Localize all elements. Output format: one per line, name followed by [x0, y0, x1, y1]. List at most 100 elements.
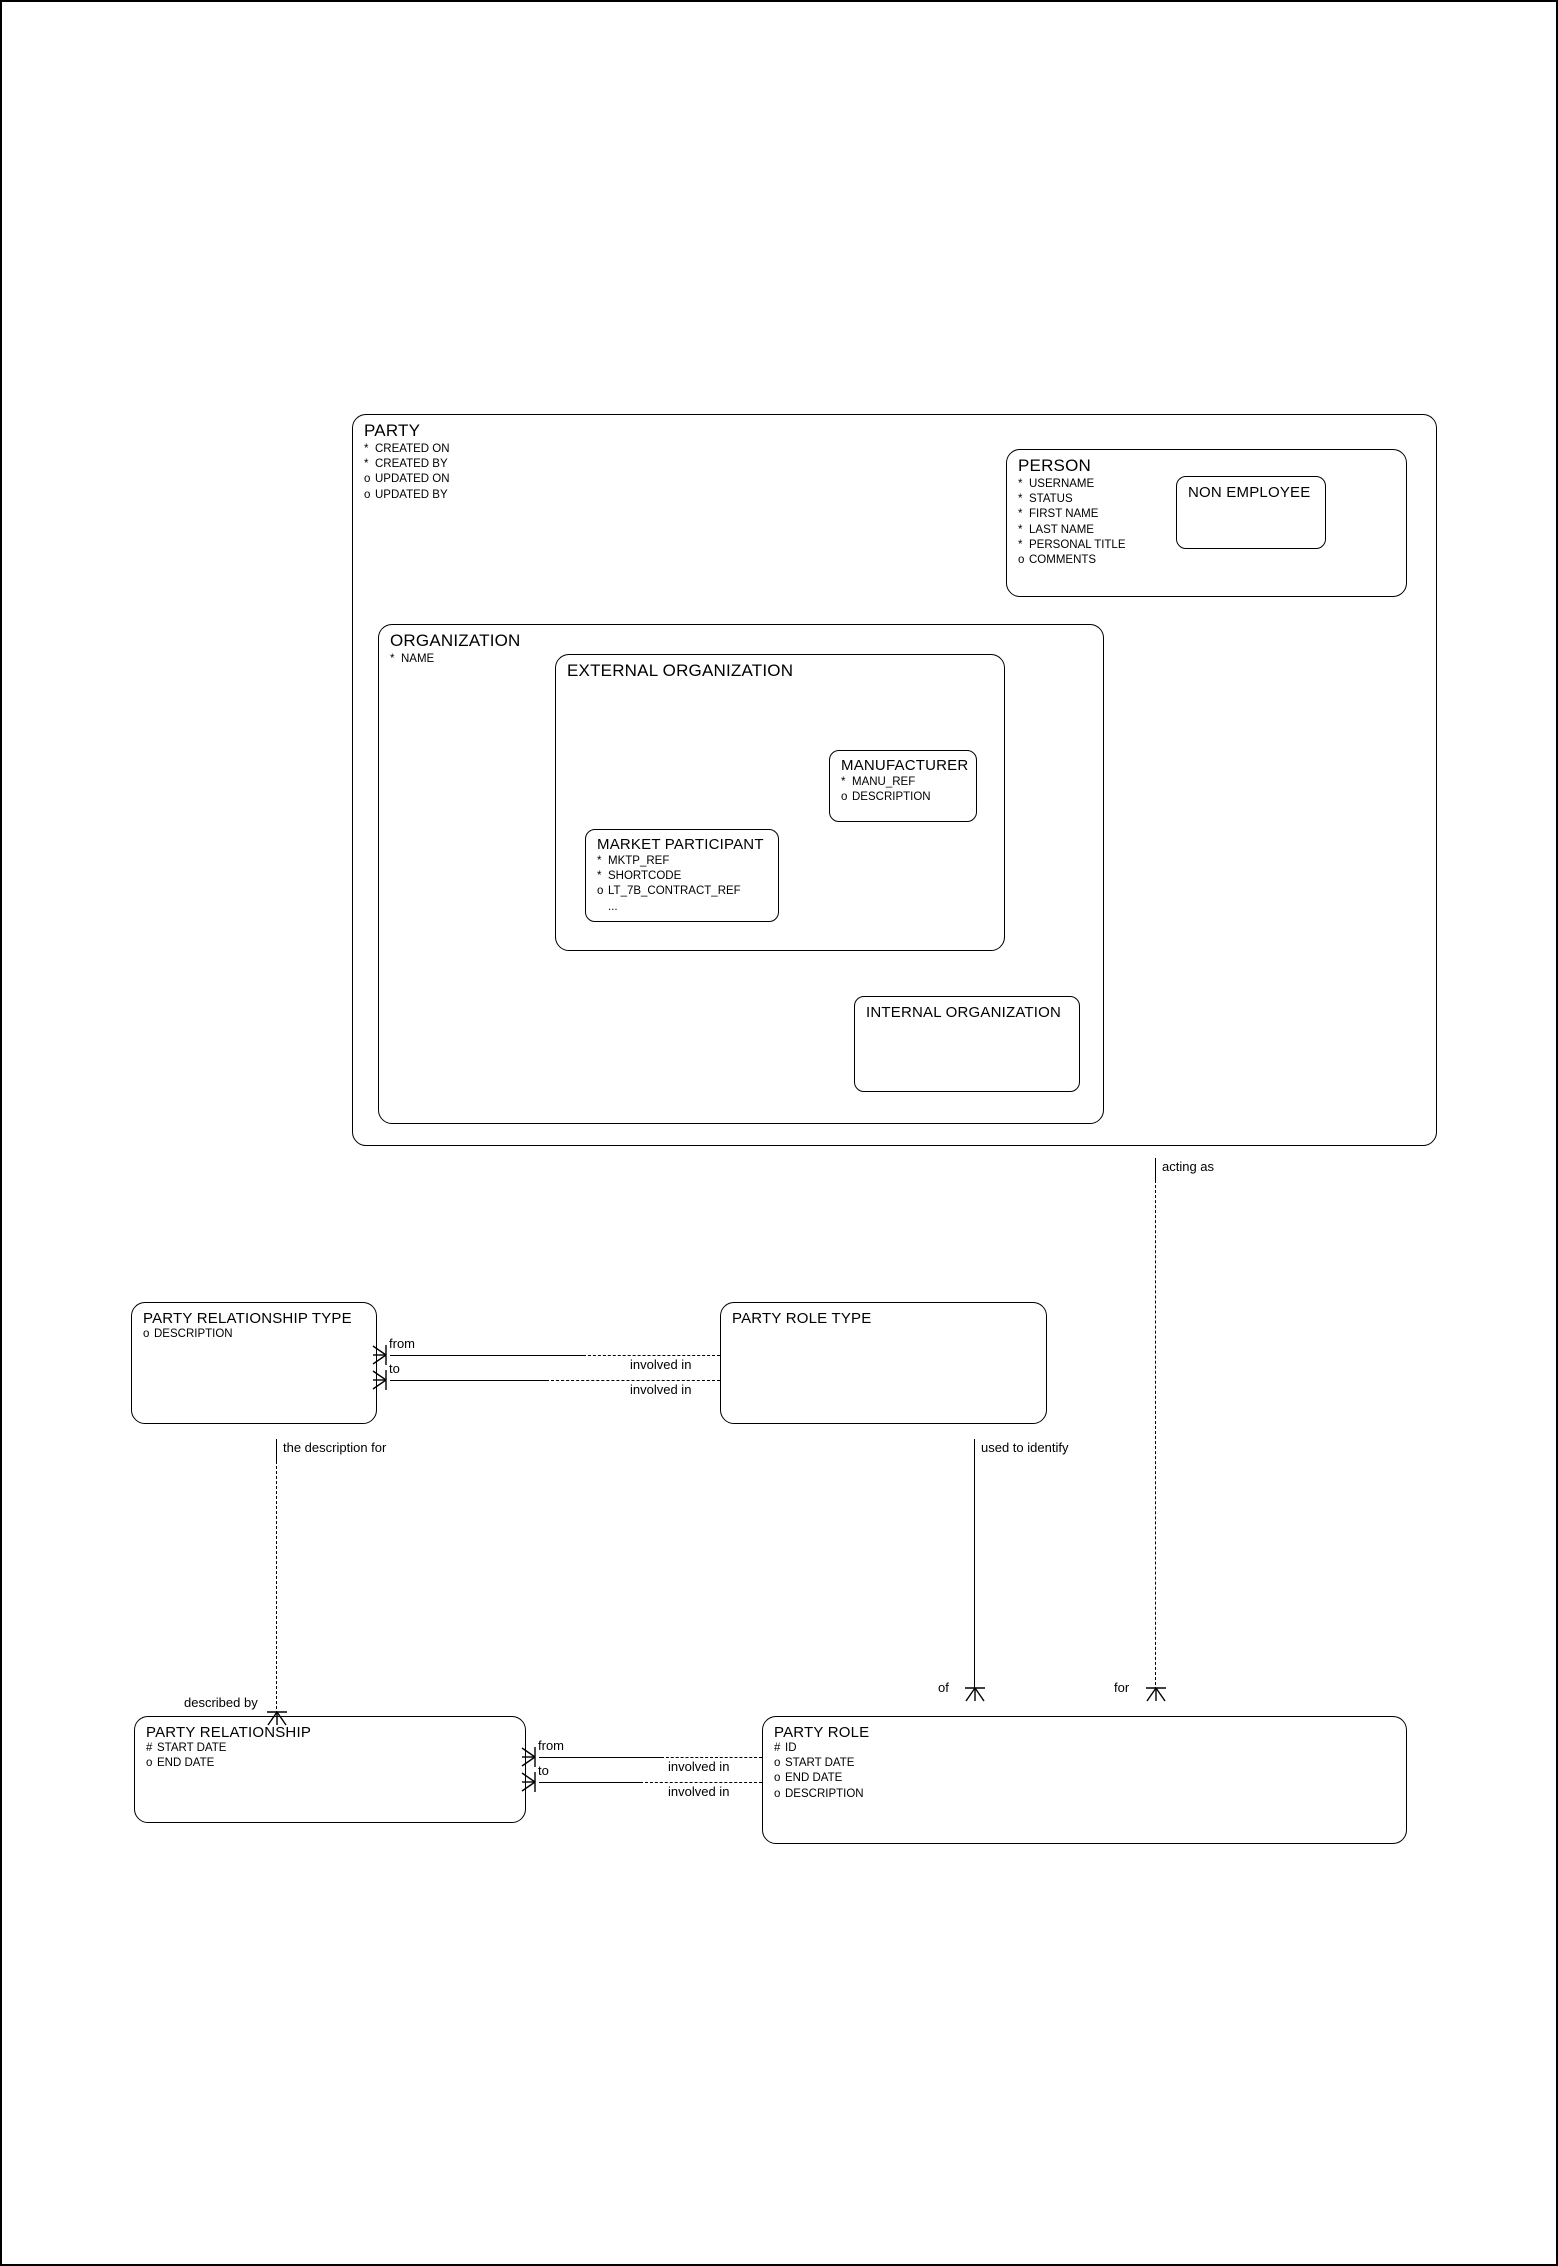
- attr-label: END DATE: [785, 1772, 843, 1785]
- attr-label: USERNAME: [1029, 478, 1095, 490]
- attr-label: UPDATED ON: [375, 473, 450, 486]
- relationship-label-used-to-identify: used to identify: [981, 1440, 1069, 1455]
- attr-label: CREATED BY: [375, 458, 448, 471]
- entity-party-title: PARTY: [364, 421, 421, 440]
- entity-party-role-type-title: PARTY ROLE TYPE: [732, 1310, 872, 1327]
- prt-to-line-dashed: [546, 1380, 720, 1381]
- entity-party-role-title: PARTY ROLE: [774, 1724, 870, 1741]
- entity-party-relationship-type-attributes: o DESCRIPTION: [143, 1327, 233, 1342]
- pr-to-line-dashed: [640, 1782, 762, 1783]
- attr-label: SHORTCODE: [608, 870, 682, 883]
- crow-foot-pr-to: [521, 1770, 543, 1794]
- entity-manufacturer[interactable]: MANUFACTURER * MANU_REF o DESCRIPTION: [829, 750, 977, 822]
- entity-non-employee-title: NON EMPLOYEE: [1188, 484, 1311, 501]
- entity-party-relationship-type-title: PARTY RELATIONSHIP TYPE: [143, 1310, 352, 1327]
- attr-label: ...: [608, 900, 618, 913]
- entity-party-relationship-title: PARTY RELATIONSHIP: [146, 1724, 312, 1741]
- entity-organization[interactable]: ORGANIZATION *NAME: [378, 624, 1104, 1124]
- relationship-label-prt-involved-in-1: involved in: [630, 1357, 692, 1372]
- entity-external-organization-title: EXTERNAL ORGANIZATION: [567, 661, 794, 680]
- attr-label: MANU_REF: [852, 776, 916, 788]
- attr-mark: o: [597, 885, 604, 898]
- entity-party-relationship-attributes: # START DATE o END DATE: [146, 1741, 226, 1771]
- used-to-identify-line: [974, 1461, 975, 1690]
- attr-mark: #: [146, 1742, 153, 1754]
- attr-mark: o: [841, 791, 848, 804]
- attr-mark: *: [1018, 478, 1023, 490]
- attr-mark: *: [1018, 508, 1023, 521]
- prt-from-line-dashed: [583, 1355, 720, 1356]
- entity-market-participant-title: MARKET PARTICIPANT: [597, 836, 764, 853]
- entity-manufacturer-attributes: * MANU_REF o DESCRIPTION: [841, 775, 931, 805]
- entity-person-title: PERSON: [1018, 456, 1091, 475]
- relationship-label-acting-as: acting as: [1162, 1159, 1215, 1174]
- attr-mark: o: [364, 488, 371, 501]
- attr-mark: *: [1018, 538, 1023, 551]
- attr-mark: o: [774, 1772, 781, 1785]
- crow-foot-for: [1144, 1680, 1168, 1702]
- prt-from-line-solid: [390, 1355, 583, 1356]
- entity-market-participant[interactable]: MARKET PARTICIPANT *MKTP_REF *SHORTCODE …: [585, 829, 779, 922]
- crow-foot-described-by: [265, 1704, 289, 1726]
- attr-mark: *: [597, 870, 602, 883]
- entity-party-role-type[interactable]: PARTY ROLE TYPE: [720, 1302, 1047, 1424]
- crow-foot-prt-to: [372, 1368, 394, 1392]
- relationship-label-prt-to: to: [389, 1361, 400, 1376]
- pr-from-line-solid: [539, 1757, 661, 1758]
- attr-label: NAME: [401, 653, 435, 665]
- crow-foot-prt-from: [372, 1343, 394, 1367]
- attr-mark: *: [841, 776, 846, 788]
- attr-label: END DATE: [157, 1757, 215, 1770]
- entity-party[interactable]: PARTY * CREATED ON * CREATED BY o UPDATED O…: [352, 414, 1437, 1146]
- acting-as-line: [1155, 1180, 1156, 1690]
- used-to-identify-tick: [974, 1439, 975, 1461]
- attr-mark: #: [774, 1742, 781, 1754]
- attr-label: UPDATED BY: [375, 488, 448, 501]
- the-description-for-tick: [276, 1439, 277, 1461]
- attr-label: CREATED ON: [375, 443, 450, 455]
- entity-non-employee[interactable]: NON EMPLOYEE: [1176, 476, 1326, 549]
- pr-from-line-dashed: [661, 1757, 762, 1758]
- relationship-label-pr-involved-in-1: involved in: [668, 1759, 730, 1774]
- entity-person-attributes: * USERNAME * STATUS * FIRST NAME * LAST NAME…: [1018, 477, 1126, 568]
- entity-organization-title: ORGANIZATION: [390, 631, 521, 650]
- relationship-label-of: of: [938, 1680, 949, 1695]
- relationship-label-pr-involved-in-2: involved in: [668, 1784, 730, 1799]
- attr-mark: o: [364, 473, 371, 486]
- attr-mark: o: [143, 1328, 150, 1340]
- attr-label: STATUS: [1029, 493, 1073, 506]
- relationship-label-the-description-for: the description for: [283, 1440, 387, 1455]
- the-description-for-line: [276, 1461, 277, 1714]
- attr-label: FIRST NAME: [1029, 508, 1099, 521]
- attr-mark: *: [597, 855, 602, 867]
- entity-party-relationship-type[interactable]: PARTY RELATIONSHIP TYPE o DESCRIPTION: [131, 1302, 377, 1424]
- entity-person[interactable]: PERSON * USERNAME * STATUS * FIRST NAME * LA…: [1006, 449, 1407, 597]
- attr-label: DESCRIPTION: [852, 791, 931, 804]
- prt-to-line-solid: [390, 1380, 546, 1381]
- relationship-label-pr-to: to: [538, 1763, 549, 1778]
- attr-mark: *: [1018, 493, 1023, 506]
- entity-manufacturer-title: MANUFACTURER: [841, 757, 969, 774]
- attr-mark: o: [774, 1787, 781, 1800]
- attr-label: START DATE: [157, 1742, 227, 1754]
- attr-label: COMMENTS: [1029, 554, 1097, 567]
- attr-mark: *: [364, 443, 369, 455]
- crow-foot-pr-from: [521, 1745, 543, 1769]
- entity-internal-organization[interactable]: INTERNAL ORGANIZATION: [854, 996, 1080, 1092]
- attr-mark: *: [1018, 523, 1023, 536]
- attr-label: LAST NAME: [1029, 523, 1094, 536]
- attr-label: MKTP_REF: [608, 855, 670, 867]
- acting-as-tick: [1155, 1158, 1156, 1180]
- attr-mark: *: [364, 458, 369, 471]
- attr-label: DESCRIPTION: [154, 1328, 233, 1340]
- entity-internal-organization-title: INTERNAL ORGANIZATION: [866, 1004, 1062, 1021]
- entity-external-organization[interactable]: EXTERNAL ORGANIZATION: [555, 654, 1005, 951]
- entity-organization-attributes: *NAME: [390, 652, 434, 667]
- entity-party-relationship[interactable]: PARTY RELATIONSHIP # START DATE o END DATE: [134, 1716, 526, 1823]
- attr-mark: o: [146, 1757, 153, 1770]
